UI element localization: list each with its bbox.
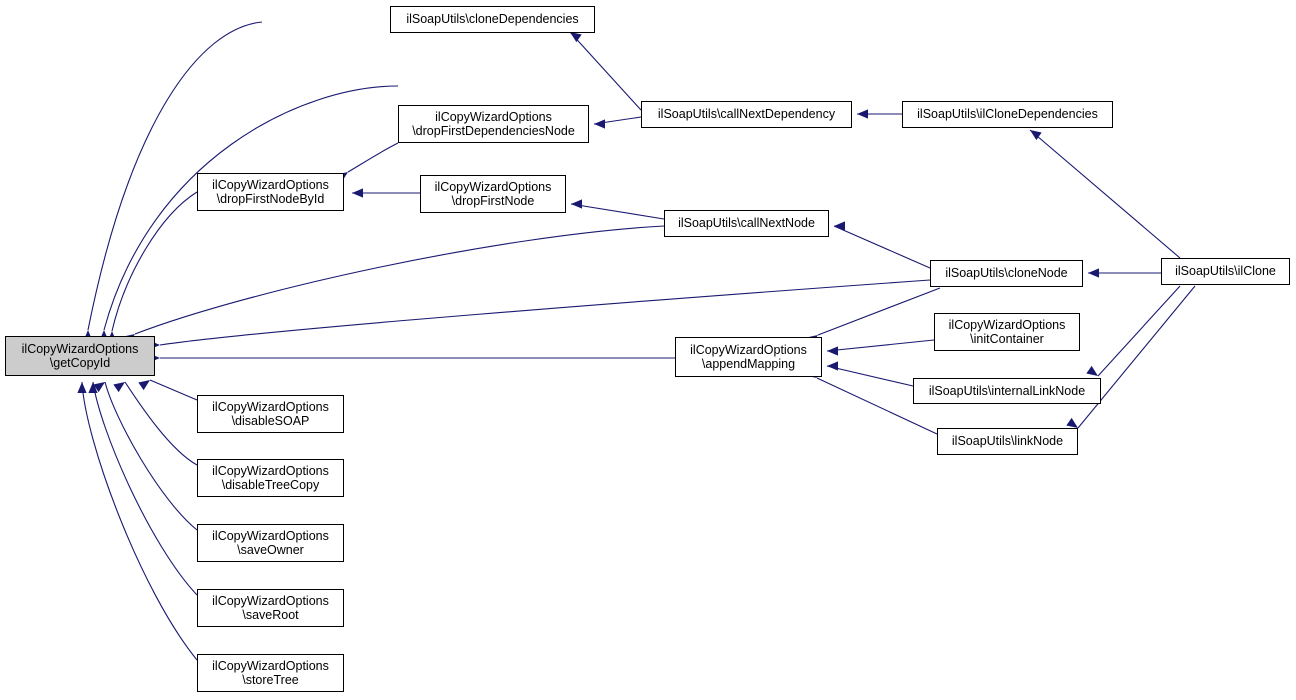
- graph-node-label: ilCopyWizardOptions \dropFirstDependenci…: [412, 109, 575, 139]
- graph-node-storeTree[interactable]: ilCopyWizardOptions \storeTree: [197, 654, 344, 692]
- graph-node-appendMapping[interactable]: ilCopyWizardOptions \appendMapping: [675, 337, 822, 377]
- arrowhead-callNextNode-to-dropFirstNode: [571, 199, 582, 209]
- edge-callNextDependency-to-cloneDependencies: [569, 31, 642, 111]
- graph-node-label: ilSoapUtils\cloneNode: [945, 266, 1068, 281]
- graph-node-label: ilSoapUtils\internalLinkNode: [928, 383, 1086, 398]
- graph-node-saveOwner[interactable]: ilCopyWizardOptions \saveOwner: [197, 524, 344, 562]
- graph-node-getCopyId[interactable]: ilCopyWizardOptions \getCopyId: [5, 336, 155, 376]
- arrowhead-dropFirstNode-to-dropFirstNodeById: [352, 188, 363, 198]
- graph-node-label: ilCopyWizardOptions \saveRoot: [212, 593, 329, 623]
- arrowhead-disableTreeCopy-to-getCopyId: [113, 382, 125, 393]
- edge-ilClone-to-linkNode: [1077, 285, 1196, 429]
- edge-storeTree-to-getCopyId: [81, 381, 198, 661]
- graph-node-saveRoot[interactable]: ilCopyWizardOptions \saveRoot: [197, 589, 344, 627]
- edge-callNextNode-to-dropFirstNode: [570, 203, 665, 220]
- graph-node-callNextDependency[interactable]: ilSoapUtils\callNextDependency: [641, 101, 852, 128]
- graph-node-label: ilCopyWizardOptions \getCopyId: [21, 341, 139, 371]
- edge-dropFirstDependenciesNode-to-dropFirstNodeById: [347, 142, 399, 173]
- graph-node-linkNode[interactable]: ilSoapUtils\linkNode: [937, 428, 1078, 455]
- graph-node-label: ilCopyWizardOptions \dropFirstNode: [434, 179, 552, 209]
- arrowhead-ilCloneDependencies-to-callNextDependency: [857, 109, 868, 119]
- edge-callNextNode-to-getCopyId: [134, 225, 665, 335]
- graph-node-dropFirstNode[interactable]: ilCopyWizardOptions \dropFirstNode: [420, 175, 566, 213]
- arrowhead-storeTree-to-getCopyId: [77, 382, 87, 393]
- graph-node-dropFirstNodeById[interactable]: ilCopyWizardOptions \dropFirstNodeById: [197, 173, 344, 211]
- edge-saveRoot-to-getCopyId: [92, 381, 198, 596]
- graph-node-label: ilSoapUtils\ilClone: [1175, 264, 1276, 279]
- graph-node-label: ilCopyWizardOptions \saveOwner: [212, 528, 329, 558]
- graph-node-label: ilSoapUtils\ilCloneDependencies: [917, 107, 1098, 122]
- edge-initContainer-to-appendMapping: [826, 339, 935, 352]
- arrowhead-ilClone-to-ilCloneDependencies: [1030, 130, 1042, 141]
- graph-node-label: ilSoapUtils\callNextDependency: [657, 107, 836, 122]
- edge-cloneNode-to-appendMapping: [817, 287, 941, 336]
- arrowhead-callNextDependency-to-dropFirstDependenciesNode: [594, 119, 605, 129]
- graph-node-label: ilCopyWizardOptions \disableTreeCopy: [212, 463, 329, 493]
- edge-ilClone-to-internalLinkNode: [1097, 285, 1181, 377]
- graph-node-cloneNode[interactable]: ilSoapUtils\cloneNode: [930, 260, 1083, 287]
- edge-saveOwner-to-getCopyId: [104, 381, 198, 531]
- graph-node-label: ilCopyWizardOptions \dropFirstNodeById: [212, 177, 329, 207]
- graph-node-disableTreeCopy[interactable]: ilCopyWizardOptions \disableTreeCopy: [197, 459, 344, 497]
- edge-ilClone-to-ilCloneDependencies: [1029, 129, 1181, 259]
- graph-node-initContainer[interactable]: ilCopyWizardOptions \initContainer: [934, 313, 1080, 351]
- graph-node-cloneDependencies[interactable]: ilSoapUtils\cloneDependencies: [390, 6, 595, 33]
- graph-node-label: ilSoapUtils\linkNode: [951, 434, 1064, 449]
- arrowhead-saveRoot-to-getCopyId: [88, 382, 98, 393]
- graph-node-ilCloneDependencies[interactable]: ilSoapUtils\ilCloneDependencies: [902, 101, 1113, 128]
- arrowhead-saveOwner-to-getCopyId: [93, 382, 105, 393]
- edge-callNextDependency-to-dropFirstDependenciesNode: [593, 116, 642, 125]
- graph-node-callNextNode[interactable]: ilSoapUtils\callNextNode: [664, 210, 829, 237]
- graph-node-label: ilSoapUtils\callNextNode: [678, 216, 815, 231]
- graph-node-ilClone[interactable]: ilSoapUtils\ilClone: [1161, 258, 1290, 285]
- graph-node-label: ilCopyWizardOptions \disableSOAP: [212, 399, 329, 429]
- edge-internalLinkNode-to-appendMapping: [826, 365, 914, 387]
- edge-cloneNode-to-getCopyId: [159, 279, 931, 346]
- graph-node-disableSOAP[interactable]: ilCopyWizardOptions \disableSOAP: [197, 395, 344, 433]
- graph-node-dropFirstDependenciesNode[interactable]: ilCopyWizardOptions \dropFirstDependenci…: [398, 105, 589, 143]
- edge-cloneNode-to-callNextNode: [833, 225, 931, 269]
- graph-node-label: ilCopyWizardOptions \appendMapping: [690, 342, 807, 372]
- graph-node-label: ilCopyWizardOptions \initContainer: [948, 317, 1066, 347]
- arrowhead-ilClone-to-cloneNode: [1088, 268, 1099, 278]
- graph-node-label: ilCopyWizardOptions \storeTree: [212, 658, 329, 688]
- arrowhead-disableSOAP-to-getCopyId: [138, 380, 150, 391]
- edge-disableSOAP-to-getCopyId: [149, 379, 198, 401]
- edge-dropFirstNodeById-to-getCopyId: [111, 191, 198, 332]
- graph-node-label: ilSoapUtils\cloneDependencies: [406, 12, 579, 27]
- arrowhead-internalLinkNode-to-appendMapping: [827, 361, 838, 371]
- graph-node-internalLinkNode[interactable]: ilSoapUtils\internalLinkNode: [913, 378, 1101, 404]
- edge-disableTreeCopy-to-getCopyId: [124, 381, 198, 466]
- arrowhead-initContainer-to-appendMapping: [827, 346, 838, 356]
- arrowhead-cloneNode-to-callNextNode: [834, 221, 845, 231]
